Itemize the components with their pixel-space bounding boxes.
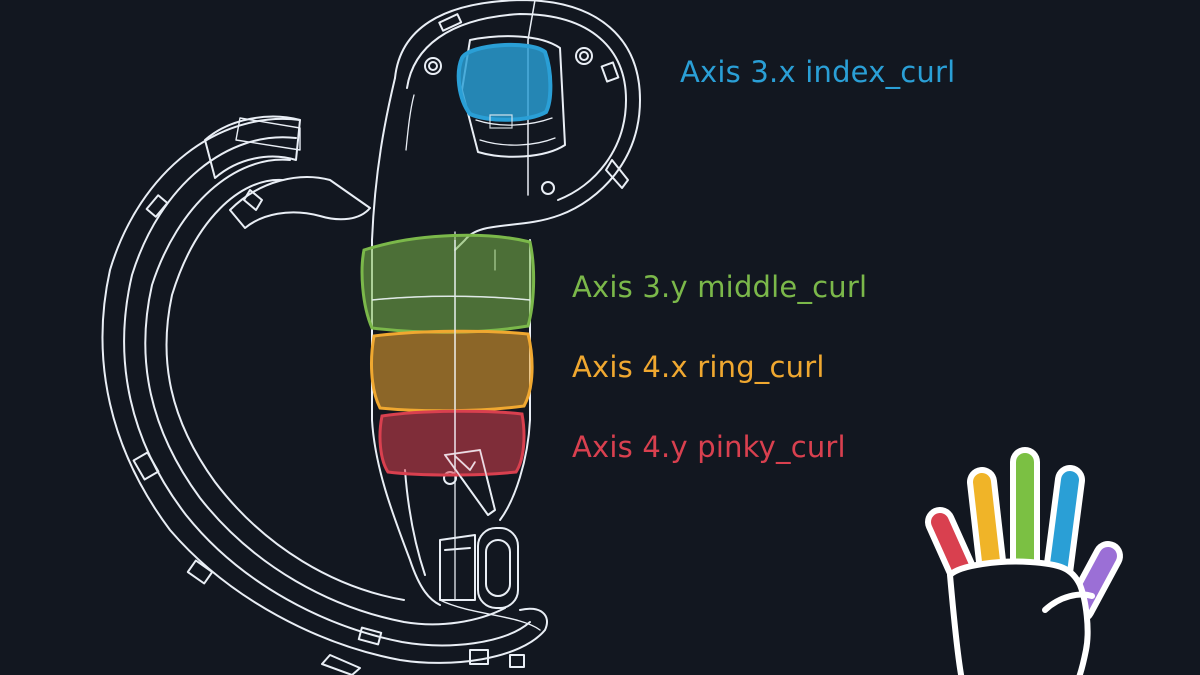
middle-curl-region [360,233,536,334]
ring-curl-label: Axis 4.x ring_curl [572,350,825,384]
hand-icon [925,447,1123,675]
ring-curl-region [370,329,534,413]
controller-outline [101,0,641,675]
middle-curl-label: Axis 3.y middle_curl [572,270,868,304]
index-curl-region [456,42,553,122]
pinky-curl-label: Axis 4.y pinky_curl [572,430,846,464]
pinky-curl-region [378,409,526,477]
index-curl-label: Axis 3.x index_curl [680,55,956,89]
controller-overlay-lines [371,114,531,517]
